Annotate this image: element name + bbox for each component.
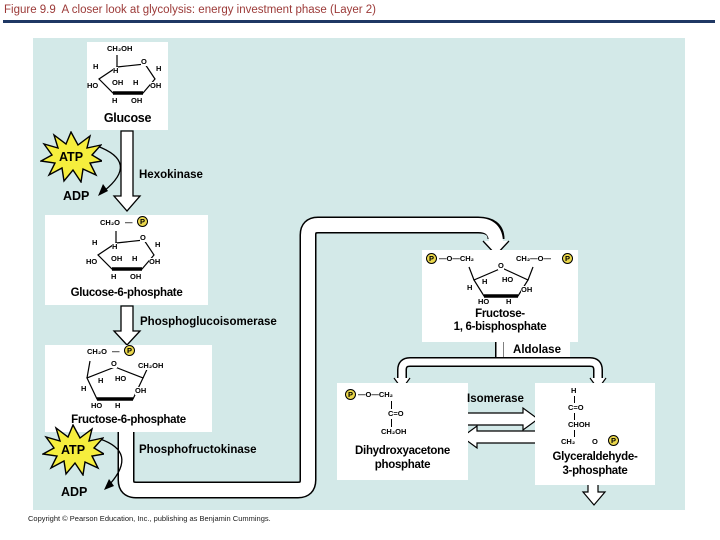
f16bp-atom: HO: [502, 275, 514, 284]
g3p-bond-line: [574, 413, 575, 420]
g6p-atom: H: [111, 272, 117, 281]
f6p-atom: H: [81, 384, 87, 393]
glucose-atom: HO: [87, 81, 99, 90]
f6p-ring-oxygen: O: [111, 359, 117, 368]
g3p-bond-line: [574, 396, 575, 403]
g3p-row3: CHOH: [568, 420, 591, 429]
figure-title: Figure 9.9 A closer look at glycolysis: …: [4, 4, 377, 16]
molecule-box-glucose: CH₂OH O H H H OH H HO OH H OH Glucose: [87, 42, 168, 130]
glucose-atom: H: [133, 78, 139, 87]
f16bp-right-group: CH₂—O—: [516, 254, 551, 263]
f16bp-phosphate-icon-left: P: [426, 253, 437, 264]
g6p-phosphate-icon: P: [137, 216, 148, 227]
g3p-row1: H: [571, 386, 577, 395]
g6p-atom: OH: [130, 272, 142, 281]
glucose-atom: H: [156, 64, 162, 73]
starburst-icon: [42, 424, 104, 476]
g6p-atom: OH: [149, 257, 161, 266]
f6p-phosphate-icon: P: [124, 345, 135, 356]
glucose-atom: OH: [131, 96, 143, 105]
glucose-label: Glucose: [103, 111, 152, 125]
g6p-atom: H: [132, 254, 138, 263]
g3p-label-line2: 3-phosphate: [562, 465, 628, 477]
f6p-atom: HO: [91, 401, 103, 410]
molecule-box-g6p: CH₂O — P O H H H OH H HO OH H OH Glucose…: [45, 215, 208, 305]
f16bp-atom: H: [506, 297, 512, 306]
g6p-atom: HO: [86, 257, 98, 266]
g6p-bond: —: [125, 218, 133, 227]
f6p-top-group: CH₂O: [87, 347, 107, 356]
atp-burst-2: ATP: [42, 424, 104, 476]
g6p-atom: H: [155, 240, 161, 249]
g6p-top-group: CH₂O: [100, 218, 120, 227]
enzyme-label-aldolase: Aldolase: [513, 344, 561, 356]
g3p-phosphate-icon: P: [608, 435, 619, 446]
atp-burst-1: ATP: [40, 131, 102, 183]
g6p-ring-oxygen: O: [140, 233, 146, 242]
f16bp-atom: H: [467, 283, 473, 292]
f16bp-atom: H: [482, 277, 488, 286]
f6p-atom: H: [98, 376, 104, 385]
f16bp-atom: OH: [521, 285, 533, 294]
enzyme-label-isomerase: Isomerase: [467, 393, 524, 405]
g3p-row4-ch2: CH₂: [561, 437, 576, 446]
f16bp-ring-oxygen: O: [498, 261, 504, 270]
dhap-bond-line: [391, 401, 392, 409]
enzyme-label-aldolase-box: Aldolase: [504, 341, 570, 357]
molecule-box-g3p: H C=O CHOH CH₂ O P Glyceraldehyde- 3-pho…: [535, 383, 655, 485]
glucose-atom: H: [113, 66, 119, 75]
g3p-row2: C=O: [568, 403, 584, 412]
glucose-atom: H: [93, 62, 99, 71]
glucose-ring-oxygen: O: [141, 57, 147, 66]
molecule-box-f6p: CH₂O — P O CH₂OH H HO H OH HO H Fructose…: [45, 345, 212, 432]
glucose-atom: H: [112, 96, 118, 105]
dhap-label-line2: phosphate: [374, 459, 431, 471]
dhap-row2: C=O: [388, 409, 404, 418]
starburst-icon: [40, 131, 102, 183]
f16bp-label-line2: 1, 6-bisphosphate: [453, 321, 547, 333]
glucose-top-group: CH₂OH: [107, 44, 133, 53]
adp-label: ADP: [63, 189, 90, 203]
f6p-atom: H: [115, 401, 121, 410]
g3p-label-line1: Glyceraldehyde-: [552, 451, 638, 463]
enzyme-label-phosphoglucoisomerase: Phosphoglucoisomerase: [140, 316, 277, 328]
f6p-bond: —: [112, 347, 120, 356]
f16bp-left-group: —O—CH₂: [439, 254, 474, 263]
f16bp-label-line1: Fructose-: [475, 308, 525, 320]
g6p-label: Glucose-6-phosphate: [70, 287, 183, 299]
atp-label: ATP: [58, 150, 84, 164]
enzyme-label-phosphofructokinase: Phosphofructokinase: [139, 444, 257, 456]
molecule-box-f16bp: P —O—CH₂ O CH₂—O— P H HO H OH HO H Fruct…: [422, 250, 578, 342]
f6p-right-group: CH₂OH: [138, 361, 164, 370]
dhap-row3: CH₂OH: [381, 427, 407, 436]
f16bp-phosphate-icon-right: P: [562, 253, 573, 264]
f16bp-atom: HO: [478, 297, 490, 306]
dhap-label-line1: Dihydroxyacetone: [355, 445, 450, 457]
g3p-row4-o: O: [592, 437, 598, 446]
f6p-atom: OH: [135, 386, 147, 395]
atp-label: ATP: [60, 443, 86, 457]
title-underline: [3, 20, 715, 23]
dhap-row1: —O—CH₂: [358, 390, 393, 399]
adp-label: ADP: [61, 485, 88, 499]
copyright-line: Copyright © Pearson Education, Inc., pub…: [28, 514, 271, 523]
g6p-atom: OH: [111, 254, 123, 263]
glucose-atom: OH: [112, 78, 124, 87]
g6p-atom: H: [92, 238, 98, 247]
g3p-bond-line: [574, 430, 575, 437]
dhap-phosphate-icon: P: [345, 389, 356, 400]
f6p-atom: HO: [115, 374, 127, 383]
glucose-atom: OH: [150, 81, 162, 90]
enzyme-label-hexokinase: Hexokinase: [139, 169, 203, 181]
molecule-box-dhap: P —O—CH₂ C=O CH₂OH Dihydroxyacetone phos…: [337, 383, 468, 480]
dhap-bond-line: [391, 419, 392, 427]
g6p-atom: H: [112, 242, 118, 251]
